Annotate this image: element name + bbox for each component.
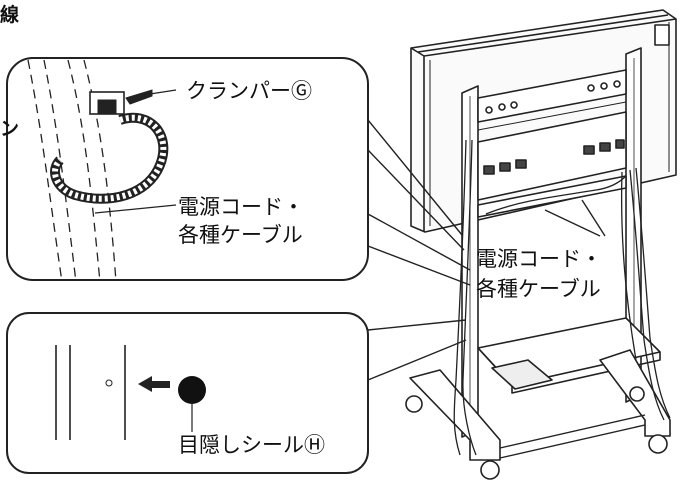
label-clamper: クランパーⒼ bbox=[186, 79, 312, 103]
label-cables-callout-line1: 電源コード・ bbox=[178, 195, 304, 219]
callout-clamper bbox=[6, 57, 369, 281]
stand-base bbox=[405, 349, 671, 480]
label-fragment-left: ン bbox=[0, 118, 20, 140]
callout-seal bbox=[6, 312, 369, 474]
display-stand bbox=[405, 9, 677, 480]
label-cables-stand-line2: 各種ケーブル bbox=[476, 277, 601, 301]
seal-dot bbox=[178, 376, 206, 404]
label-seal: 目隠しシールⒽ bbox=[178, 433, 325, 457]
label-cables-callout-line2: 各種ケーブル bbox=[178, 223, 303, 247]
stand-cables bbox=[453, 139, 671, 456]
stand-shelf bbox=[477, 317, 661, 394]
label-cables-stand-line1: 電源コード・ bbox=[476, 247, 602, 271]
leader-lines bbox=[367, 119, 606, 381]
label-fragment-top: 線 bbox=[0, 4, 20, 26]
mounting-brackets bbox=[477, 69, 627, 201]
